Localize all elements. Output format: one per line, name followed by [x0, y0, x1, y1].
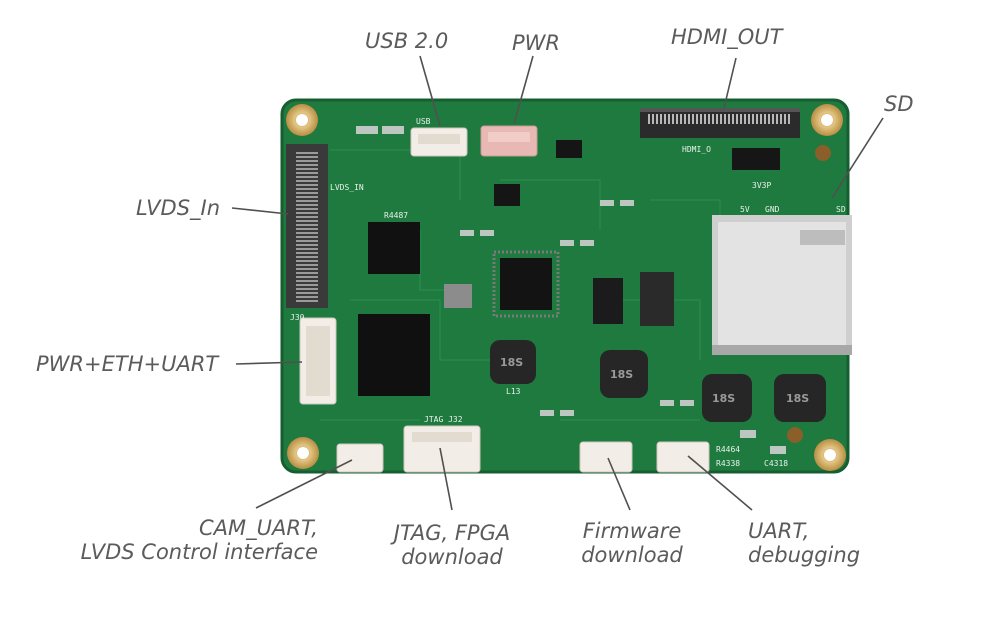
- silk-r4464: R4464: [716, 445, 740, 454]
- silk-r4487: R4487: [384, 211, 408, 220]
- inductor-label-1: 18S: [500, 356, 523, 369]
- inductor-label-3: 18S: [712, 392, 735, 405]
- silk-l13: L13: [506, 387, 521, 396]
- inductor-label-2: 18S: [610, 368, 633, 381]
- silk-5v: 5V: [740, 205, 750, 214]
- firmware-connector: [579, 441, 633, 473]
- callout-pwr: PWR: [512, 31, 561, 55]
- silk-jtag: JTAG J32: [424, 415, 463, 424]
- pwr-connector: [480, 125, 538, 157]
- silk-usb: USB: [416, 117, 431, 126]
- silk-c4318: C4318: [764, 459, 788, 468]
- silk-gnd: GND: [765, 205, 780, 214]
- jtag-connector: [403, 425, 481, 473]
- usb-connector: [410, 127, 468, 157]
- sd-card-slot: [712, 215, 852, 355]
- callout-uart: UART, debugging: [748, 519, 861, 567]
- silk-j30: J30: [290, 313, 305, 322]
- callout-pwr-eth-uart: PWR+ETH+UART: [36, 352, 219, 376]
- callout-firmware: Firmware download: [581, 519, 683, 567]
- mounting-holes: [286, 104, 846, 471]
- silk-hdmi: HDMI_O: [682, 145, 711, 154]
- silk-lvds: LVDS_IN: [330, 183, 364, 192]
- silk-r4338: R4338: [716, 459, 740, 468]
- hdmi-connector: [640, 108, 800, 138]
- callout-hdmi-out: HDMI_OUT: [671, 25, 783, 49]
- uart-connector: [656, 441, 710, 473]
- pwr-eth-uart-connector: [299, 317, 337, 405]
- callout-cam-uart: CAM_UART, LVDS Control interface: [80, 516, 318, 564]
- silk-sd: SD: [836, 205, 846, 214]
- callout-sd: SD: [884, 92, 914, 116]
- silk-3v3p: 3V3P: [752, 181, 771, 190]
- callout-usb: USB 2.0: [365, 29, 449, 53]
- callout-lvds-in: LVDS_In: [136, 196, 221, 220]
- cam-uart-connector: [336, 443, 384, 473]
- lvds-in-connector: [286, 144, 328, 308]
- inductors: [490, 340, 826, 422]
- leader-lines: [231, 55, 884, 511]
- ic-chips: [358, 140, 780, 396]
- callout-jtag: JTAG, FPGA download: [393, 521, 511, 569]
- inductor-label-4: 18S: [786, 392, 809, 405]
